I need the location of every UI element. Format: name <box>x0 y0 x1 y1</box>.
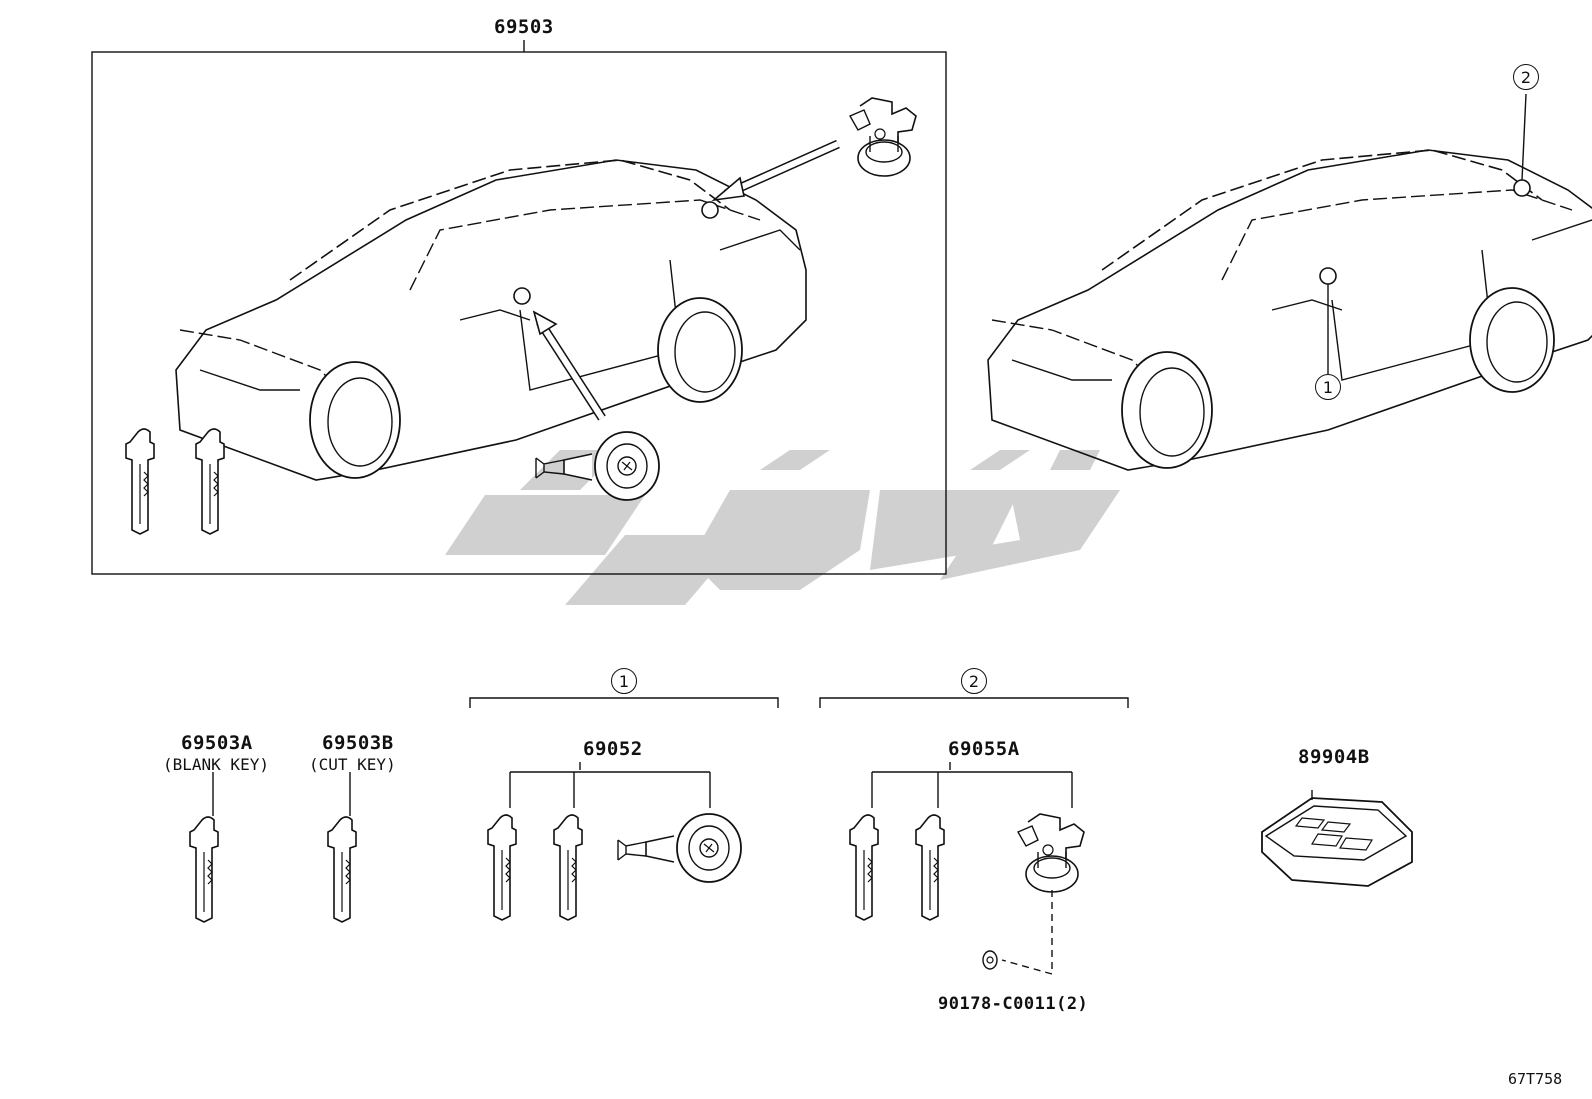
cut-key-note: (CUT KEY) <box>309 755 396 774</box>
callout-one-car: 1 <box>1315 374 1341 400</box>
diagram-code: 67T758 <box>1508 1070 1563 1088</box>
remote-key-fob-icon <box>1261 790 1413 887</box>
screw-part-number: 90178-C0011(2) <box>938 994 1089 1014</box>
key-icon <box>195 428 225 535</box>
key-icon <box>915 814 945 921</box>
trunk-lock-icon <box>849 97 917 177</box>
door-cylinder-icon <box>617 813 742 883</box>
blank-key-part-number: 69503A <box>181 732 253 754</box>
key-icon <box>849 814 879 921</box>
cut-key-icon <box>327 816 357 923</box>
key-icon <box>553 814 583 921</box>
callout-two-group: 2 <box>961 668 987 694</box>
blank-key-note: (BLANK KEY) <box>163 755 269 774</box>
assembly-part-number: 69503 <box>494 16 554 38</box>
group2-bracket <box>819 697 1129 708</box>
trunk-lock-icon <box>1017 813 1085 893</box>
group1-bracket <box>469 697 779 708</box>
group1-part-number: 69052 <box>583 738 643 760</box>
assembly-box <box>91 51 947 575</box>
callout-two-top: 2 <box>1513 64 1539 90</box>
car-illustration-right <box>987 149 1592 471</box>
key-icon <box>125 428 155 535</box>
remote-part-number: 89904B <box>1298 746 1370 768</box>
cut-key-part-number: 69503B <box>322 732 394 754</box>
key-icon <box>487 814 517 921</box>
watermark-logo <box>445 450 1120 605</box>
group2-part-number: 69055A <box>948 738 1020 760</box>
blank-key-icon <box>189 816 219 923</box>
screw-icon <box>982 950 998 970</box>
callout-one-group: 1 <box>611 668 637 694</box>
